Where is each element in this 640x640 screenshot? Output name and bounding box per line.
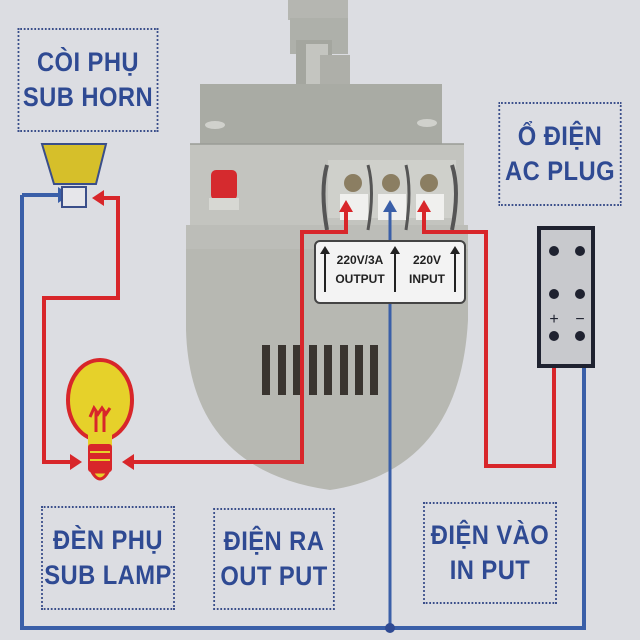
plug-minus-sign: − xyxy=(575,311,584,328)
arrow-up-icon xyxy=(320,246,330,292)
input-rating: 220V xyxy=(412,253,442,267)
label-ac-plug-en: AC PLUG xyxy=(505,156,615,186)
indicator-led xyxy=(211,170,237,200)
label-sub-lamp: ĐÈN PHỤ SUB LAMP xyxy=(41,506,175,610)
screw-input xyxy=(420,174,438,192)
plug-plus-sign: + xyxy=(549,311,558,328)
label-output-en: OUT PUT xyxy=(220,561,328,591)
arrow-terminal-output xyxy=(339,200,353,212)
arrow-horn-red xyxy=(92,190,104,206)
arrow-terminal-common xyxy=(383,200,397,212)
label-sub-horn: CÒI PHỤ SUB HORN xyxy=(17,28,159,132)
output-rating: 220V/3A xyxy=(336,253,384,267)
label-output: ĐIỆN RA OUT PUT xyxy=(213,508,335,610)
ac-plug-socket: + − xyxy=(537,226,595,368)
horn-icon xyxy=(40,143,108,208)
terminal-label-panel: 220V/3A OUTPUT 220V INPUT xyxy=(314,240,466,304)
arrow-lamp-right xyxy=(122,454,134,470)
label-input-vi: ĐIỆN VÀO xyxy=(430,519,550,550)
screw-common xyxy=(382,174,400,192)
neutral-wire-main xyxy=(20,195,586,630)
arrow-lamp-left xyxy=(70,454,82,470)
input-label: INPUT xyxy=(409,271,445,286)
label-output-vi: ĐIỆN RA xyxy=(223,525,325,556)
arrow-terminal-input xyxy=(417,200,431,212)
wire-junction xyxy=(385,623,395,633)
label-sub-lamp-vi: ĐÈN PHỤ xyxy=(52,524,163,555)
arrow-up-icon xyxy=(450,246,460,292)
vent-slots xyxy=(262,345,378,395)
live-wire-input xyxy=(422,210,556,468)
label-sub-horn-en: SUB HORN xyxy=(22,82,154,112)
label-sub-lamp-en: SUB LAMP xyxy=(44,560,172,590)
live-wire-horn xyxy=(42,196,120,464)
live-wire-output xyxy=(128,210,348,464)
label-input-en: IN PUT xyxy=(449,555,531,585)
label-ac-plug: Ổ ĐIỆN AC PLUG xyxy=(498,102,622,206)
arrow-up-icon xyxy=(390,246,400,292)
label-sub-horn-vi: CÒI PHỤ xyxy=(36,46,140,77)
screw-output xyxy=(344,174,362,192)
light-bulb-icon xyxy=(66,358,134,481)
label-ac-plug-vi: Ổ ĐIỆN xyxy=(517,120,603,151)
output-label: OUTPUT xyxy=(335,271,385,286)
label-input: ĐIỆN VÀO IN PUT xyxy=(423,502,557,604)
